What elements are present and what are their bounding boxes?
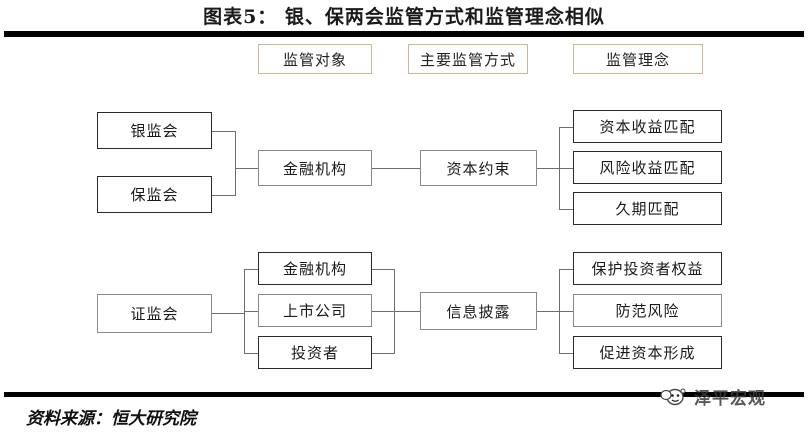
connector-line: [244, 269, 258, 270]
connector-line: [394, 269, 395, 354]
node-lower-object-0: 金融机构: [258, 252, 372, 285]
connector-line: [559, 311, 573, 312]
node-label: 防范风险: [615, 302, 680, 320]
node-label: 促进资本形成: [599, 344, 696, 362]
node-lower-method: 信息披露: [420, 292, 537, 330]
title-divider-rule: [4, 31, 804, 37]
source-note: 资料来源：恒大研究院: [26, 409, 196, 429]
footer-divider-rule: [4, 392, 804, 397]
connector-line: [212, 313, 244, 314]
connector-line: [537, 168, 559, 169]
watermark: 泽平宏观: [652, 382, 802, 409]
node-lower-concept-0: 保护投资者权益: [573, 252, 722, 285]
node-upper-object-0: 金融机构: [258, 150, 372, 186]
column-header-philosophy: 监管理念: [573, 44, 703, 74]
connector-line: [372, 269, 394, 270]
node-label: 证监会: [130, 305, 179, 323]
column-header-main-method: 主要监管方式: [408, 44, 528, 74]
node-upper-method: 资本约束: [420, 150, 537, 186]
column-header-regulated-objects: 监管对象: [258, 44, 372, 74]
node-label: 金融机构: [282, 260, 347, 278]
node-lower-object-1: 上市公司: [258, 294, 372, 327]
node-label: 保护投资者权益: [591, 260, 704, 278]
connector-line: [372, 168, 420, 169]
node-lower-concept-2: 促进资本形成: [573, 336, 722, 369]
node-upper-regulator-0: 银监会: [97, 112, 212, 149]
connector-line: [559, 269, 573, 270]
column-header-label: 主要监管方式: [419, 50, 516, 69]
node-upper-concept-2: 久期匹配: [573, 192, 722, 225]
page-title: 图表5： 银、保两会监管方式和监管理念相似: [203, 6, 605, 28]
node-upper-regulator-1: 保监会: [97, 176, 212, 213]
node-label: 风险收益匹配: [599, 159, 696, 177]
connector-line: [212, 195, 235, 196]
node-lower-regulator-0: 证监会: [97, 294, 212, 333]
cloud-face-icon: [660, 388, 686, 406]
node-lower-object-2: 投资者: [258, 336, 372, 369]
node-label: 保监会: [130, 186, 179, 204]
node-label: 信息披露: [446, 302, 511, 321]
connector-line: [537, 311, 559, 312]
connector-line: [559, 127, 573, 128]
node-lower-concept-1: 防范风险: [573, 294, 722, 327]
connector-line: [235, 131, 236, 196]
node-label: 资本收益匹配: [599, 118, 696, 136]
connector-line: [372, 353, 394, 354]
node-label: 资本约束: [446, 159, 511, 178]
connector-line: [244, 311, 258, 312]
connector-line: [372, 311, 420, 312]
column-header-label: 监管理念: [605, 50, 670, 69]
column-header-label: 监管对象: [282, 50, 347, 69]
connector-line: [559, 209, 573, 210]
node-label: 金融机构: [282, 159, 347, 178]
node-label: 久期匹配: [615, 200, 680, 218]
node-label: 上市公司: [282, 302, 347, 320]
connector-line: [559, 353, 573, 354]
node-upper-concept-1: 风险收益匹配: [573, 151, 722, 184]
connector-line: [559, 168, 573, 169]
node-upper-concept-0: 资本收益匹配: [573, 110, 722, 143]
connector-line: [244, 353, 258, 354]
node-label: 投资者: [290, 344, 339, 362]
connector-line: [235, 168, 258, 169]
node-label: 银监会: [130, 122, 179, 140]
connector-line: [212, 131, 235, 132]
watermark-label: 泽平宏观: [694, 389, 766, 409]
